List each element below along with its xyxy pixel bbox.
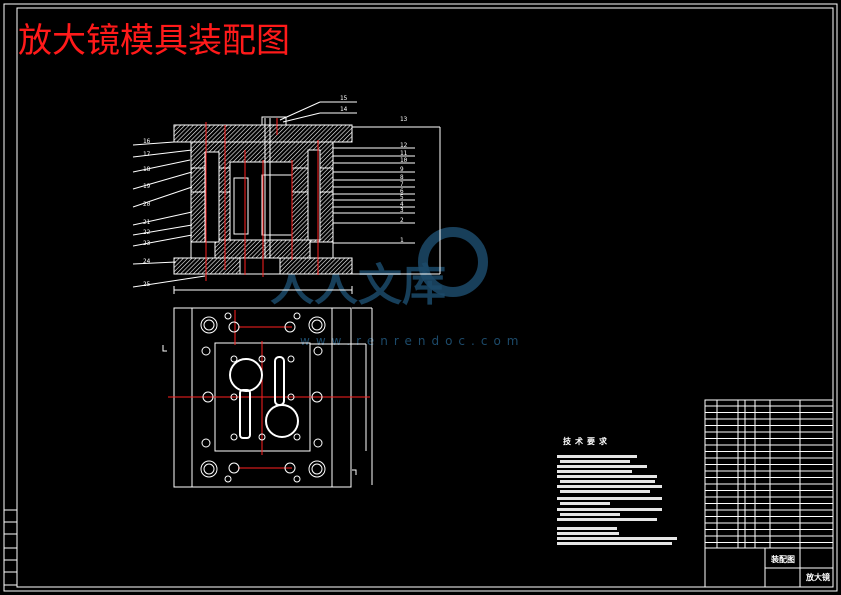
svg-text:4: 4 — [400, 201, 404, 208]
part-name: 放大镜 — [805, 572, 830, 582]
part-labels-left: 16 17 18 19 20 21 22 23 24 25 — [143, 138, 151, 288]
svg-text:9: 9 — [400, 166, 404, 173]
tech-requirements-heading: 技术要求 — [563, 436, 611, 446]
svg-text:1: 1 — [400, 237, 404, 244]
svg-text:13: 13 — [400, 116, 408, 123]
svg-text:8: 8 — [400, 174, 404, 181]
drawing-name: 装配图 — [770, 554, 795, 564]
svg-text:23: 23 — [143, 240, 151, 247]
svg-text:19: 19 — [143, 183, 151, 190]
svg-text:10: 10 — [400, 157, 408, 164]
svg-text:17: 17 — [143, 151, 151, 158]
section-view: 16 17 18 19 20 21 22 23 24 25 15 14 13 1… — [132, 95, 441, 294]
svg-text:5: 5 — [400, 194, 404, 201]
svg-text:2: 2 — [400, 217, 404, 224]
title-block: 装配图 放大镜 — [704, 399, 834, 588]
svg-text:7: 7 — [400, 181, 404, 188]
svg-text:6: 6 — [400, 188, 404, 195]
svg-text:14: 14 — [340, 106, 348, 113]
svg-text:20: 20 — [143, 201, 151, 208]
svg-text:24: 24 — [143, 258, 151, 265]
svg-text:25: 25 — [143, 281, 151, 288]
svg-text:18: 18 — [143, 166, 151, 173]
part-labels-right: 15 14 13 12 11 10 9 8 7 6 5 4 3 2 1 — [340, 95, 408, 244]
drawing-frame — [3, 3, 838, 592]
magnifier-cavity — [229, 356, 299, 439]
technical-requirements: 技术要求 — [557, 436, 677, 545]
svg-text:21: 21 — [143, 219, 151, 226]
svg-text:12: 12 — [400, 142, 408, 149]
guide-pillars — [200, 316, 326, 478]
svg-text:3: 3 — [400, 207, 404, 214]
plan-view — [162, 307, 373, 488]
left-margin-boxes — [3, 509, 18, 586]
watermark-logo-icon — [418, 227, 488, 297]
watermark-url: www.renrendoc.com — [300, 334, 524, 348]
svg-text:16: 16 — [143, 138, 151, 145]
svg-text:11: 11 — [400, 150, 408, 157]
svg-text:15: 15 — [340, 95, 348, 102]
svg-text:22: 22 — [143, 229, 151, 236]
drawing-title: 放大镜模具装配图 — [18, 21, 290, 61]
top-clamp-plate — [173, 124, 353, 143]
screw-holes — [201, 312, 323, 483]
